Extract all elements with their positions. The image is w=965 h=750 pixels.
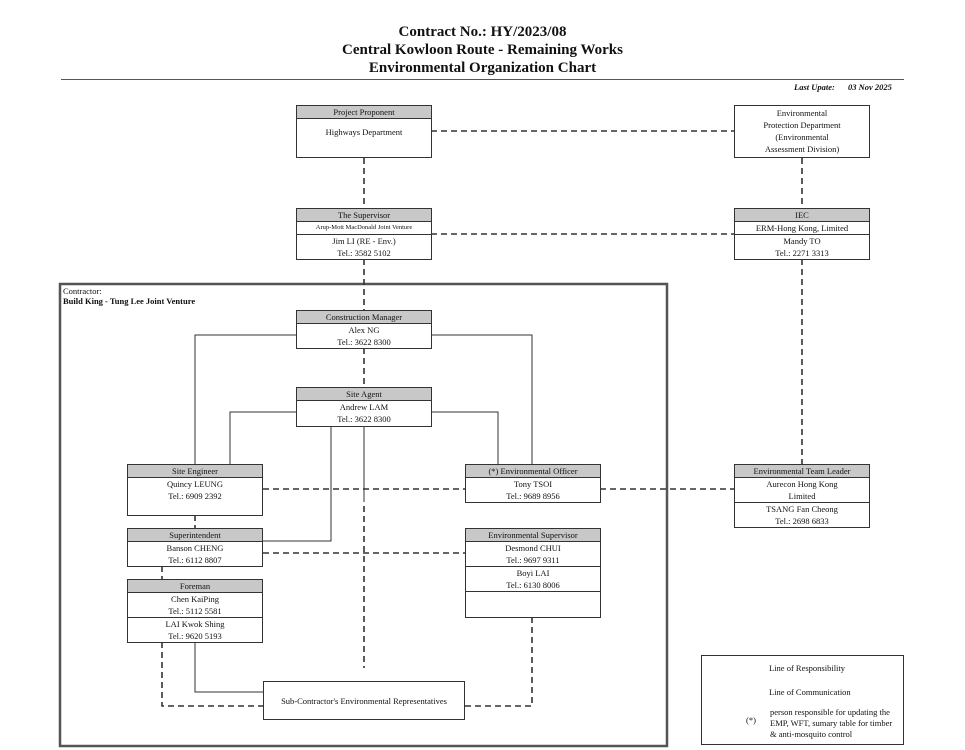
sa-to-site-engineer-line (229, 411, 296, 464)
env-team-leader-title: Environmental Team Leader (735, 465, 869, 478)
epd-line-3: (Environmental (775, 132, 829, 142)
construction-manager-title: Construction Manager (297, 311, 431, 324)
sa-to-env-officer-line (431, 411, 499, 464)
es-to-subcontractor-line (465, 617, 533, 707)
iec-title: IEC (735, 209, 869, 222)
supervisor-title: The Supervisor (297, 209, 431, 222)
epd-line-1: Environmental (776, 108, 828, 118)
legend-box (701, 655, 904, 745)
env-officer-title: (*) Environmental Officer (466, 465, 600, 478)
cm-to-env-officer-line (431, 334, 533, 464)
foreman-to-subcontractor-dashed-line (161, 642, 263, 707)
iec-org: ERM-Hong Kong, Limited (735, 222, 869, 235)
epd-box: Environmental Protection Department (Env… (734, 105, 870, 158)
subcontractor-box: Sub-Contractor's Environmental Represent… (263, 681, 465, 720)
site-agent-person: Andrew LAM (339, 402, 389, 412)
contractor-label: Contractor: (63, 286, 102, 296)
legend-communication-label: Line of Communication (769, 687, 851, 697)
project-proponent-name: Highways Department (325, 127, 403, 137)
foreman-title: Foreman (128, 580, 262, 593)
supervisor-box: The Supervisor Arup-Mott MacDonald Joint… (296, 208, 432, 260)
site-engineer-person: Quincy LEUNG (167, 479, 223, 489)
iec-tel: Tel.: 2271 3313 (775, 248, 829, 258)
header-divider (61, 79, 904, 80)
chart-title: Environmental Organization Chart (368, 60, 597, 76)
env-officer-box: (*) Environmental Officer Tony TSOI Tel.… (465, 464, 601, 503)
legend-asterisk-note-2: EMP, WFT, sumary table for timber (770, 718, 893, 728)
project-name: Central Kowloon Route - Remaining Works (342, 42, 623, 58)
superintendent-title: Superintendent (128, 529, 262, 542)
env-supervisor-box: Environmental Supervisor Desmond CHUI Te… (465, 528, 601, 618)
env-supervisor-person-2: Boyi LAI (516, 568, 550, 578)
epd-line-2: Protection Department (763, 120, 841, 130)
env-team-leader-tel: Tel.: 2698 6833 (775, 516, 829, 526)
construction-manager-person: Alex NG (348, 325, 380, 335)
foreman-tel-1: Tel.: 5112 5581 (128, 605, 262, 618)
project-proponent-title: Project Proponent (297, 106, 431, 119)
epd-line-4: Assessment Division) (764, 144, 840, 154)
legend-asterisk: (*) (746, 715, 756, 725)
legend-asterisk-note: person responsible for updating the EMP,… (770, 707, 892, 740)
legend-asterisk-note-3: & anti-mosquito control (770, 729, 853, 739)
env-supervisor-person-1: Desmond CHUI (505, 543, 561, 553)
superintendent-box: Superintendent Banson CHENG Tel.: 6112 8… (127, 528, 263, 567)
supervisor-person: Jim LI (RE - Env.) (332, 236, 396, 246)
env-officer-person: Tony TSOI (513, 479, 553, 489)
contract-number: Contract No.: HY/2023/08 (398, 24, 567, 40)
iec-box: IEC ERM-Hong Kong, Limited Mandy TO Tel.… (734, 208, 870, 260)
legend-asterisk-note-1: person responsible for updating the (770, 707, 890, 717)
foreman-person-1: Chen KaiPing (171, 594, 219, 604)
env-team-leader-org-line-1: Aurecon Hong Kong (766, 479, 838, 489)
foreman-tel-2: Tel.: 9620 5193 (168, 631, 222, 641)
env-supervisor-tel-2: Tel.: 6130 8006 (466, 579, 600, 592)
last-update-label: Last Upate: (794, 82, 835, 92)
site-agent-box: Site Agent Andrew LAM Tel.: 3622 8300 (296, 387, 432, 427)
project-proponent-box: Project Proponent Highways Department (296, 105, 432, 158)
supervisor-org: Arup-Mott MacDonald Joint Venture (297, 222, 431, 235)
site-agent-tel: Tel.: 3622 8300 (337, 414, 391, 424)
foreman-box: Foreman Chen KaiPing Tel.: 5112 5581 LAI… (127, 579, 263, 643)
site-engineer-tel: Tel.: 6909 2392 (168, 491, 222, 501)
site-agent-title: Site Agent (297, 388, 431, 401)
last-update-date: 03 Nov 2025 (848, 82, 892, 92)
iec-person: Mandy TO (783, 236, 821, 246)
cm-to-site-engineer-line (194, 334, 296, 464)
construction-manager-box: Construction Manager Alex NG Tel.: 3622 … (296, 310, 432, 349)
construction-manager-tel: Tel.: 3622 8300 (337, 337, 391, 347)
site-engineer-box: Site Engineer Quincy LEUNG Tel.: 6909 23… (127, 464, 263, 516)
env-team-leader-person: TSANG Fan Cheong (766, 504, 838, 514)
supervisor-tel: Tel.: 3582 5102 (337, 248, 391, 258)
foreman-to-subcontractor-line (194, 642, 263, 693)
env-team-leader-box: Environmental Team Leader Aurecon Hong K… (734, 464, 870, 528)
superintendent-person: Banson CHENG (166, 543, 224, 553)
legend-responsibility-label: Line of Responsibility (769, 663, 846, 673)
env-supervisor-title: Environmental Supervisor (466, 529, 600, 542)
env-team-leader-org-line-2: Limited (735, 490, 869, 503)
env-supervisor-tel-1: Tel.: 9697 9311 (466, 554, 600, 567)
contractor-name: Build King - Tung Lee Joint Venture (63, 296, 196, 306)
superintendent-tel: Tel.: 6112 8807 (168, 555, 222, 565)
foreman-person-2: LAI Kwok Shing (165, 619, 225, 629)
site-engineer-title: Site Engineer (128, 465, 262, 478)
env-officer-tel: Tel.: 9689 8956 (506, 491, 560, 501)
subcontractor-label: Sub-Contractor's Environmental Represent… (281, 695, 447, 706)
sa-to-superintendent-line (263, 427, 332, 542)
